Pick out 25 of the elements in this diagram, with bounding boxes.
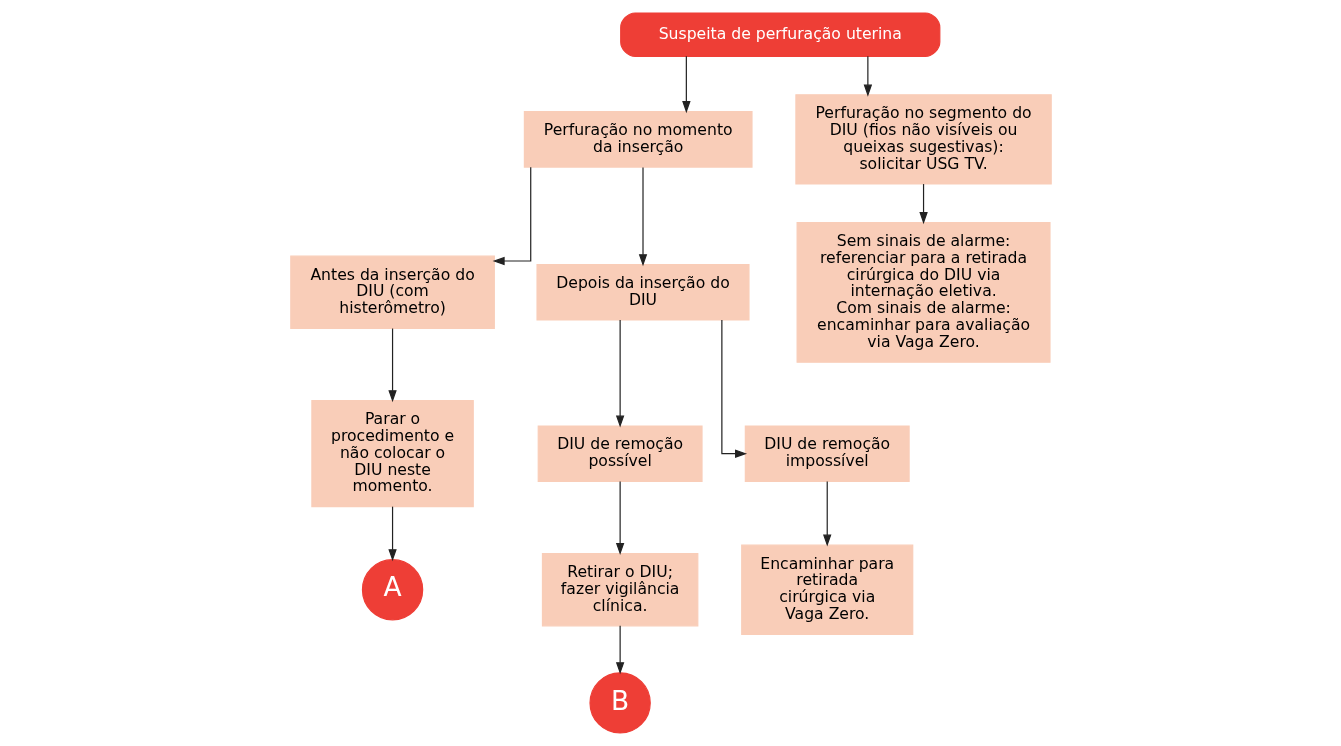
arrow xyxy=(720,319,747,458)
arrow xyxy=(918,183,928,225)
arrow xyxy=(822,480,831,547)
arrow xyxy=(615,625,624,675)
node-box: Sem sinais de alarme: referenciar para a retirada cirúrgica do DIU via internação eletiva. Com sinais de alarme: encaminhar para avaliação via Vaga Zero. xyxy=(796,221,1051,363)
node-circle: A xyxy=(361,559,423,621)
node-box: Encaminhar para retirada cirúrgica via Vaga Zero. xyxy=(740,544,913,635)
node-box: Retirar o DIU; fazer vigilância clínica. xyxy=(541,553,698,627)
arrow xyxy=(492,166,531,266)
node-box: Perfuração no momento da inserção xyxy=(523,111,753,168)
arrow xyxy=(615,480,624,555)
arrow xyxy=(638,166,647,267)
arrow xyxy=(387,506,397,562)
node-box: Depois da inserção do DIU xyxy=(535,264,750,321)
node-box: Perfuração no segmento do DIU (fios não visíveis ou queixas sugestivas): solicitar USG TV. xyxy=(794,94,1052,185)
arrow xyxy=(387,327,397,403)
arrow xyxy=(863,55,872,97)
node-box: Antes da inserção do DIU (com histerômetro) xyxy=(289,255,495,330)
node-box: Parar o procedimento e não colocar o DIU neste momento. xyxy=(310,400,474,508)
arrow xyxy=(615,319,624,428)
node-circle: B xyxy=(588,672,651,734)
arrow xyxy=(681,55,691,114)
node-box: Suspeita de perfuração uterina xyxy=(619,12,940,57)
node-box: DIU de remoção impossível xyxy=(744,425,910,482)
node-box: DIU de remoção possível xyxy=(537,425,703,482)
